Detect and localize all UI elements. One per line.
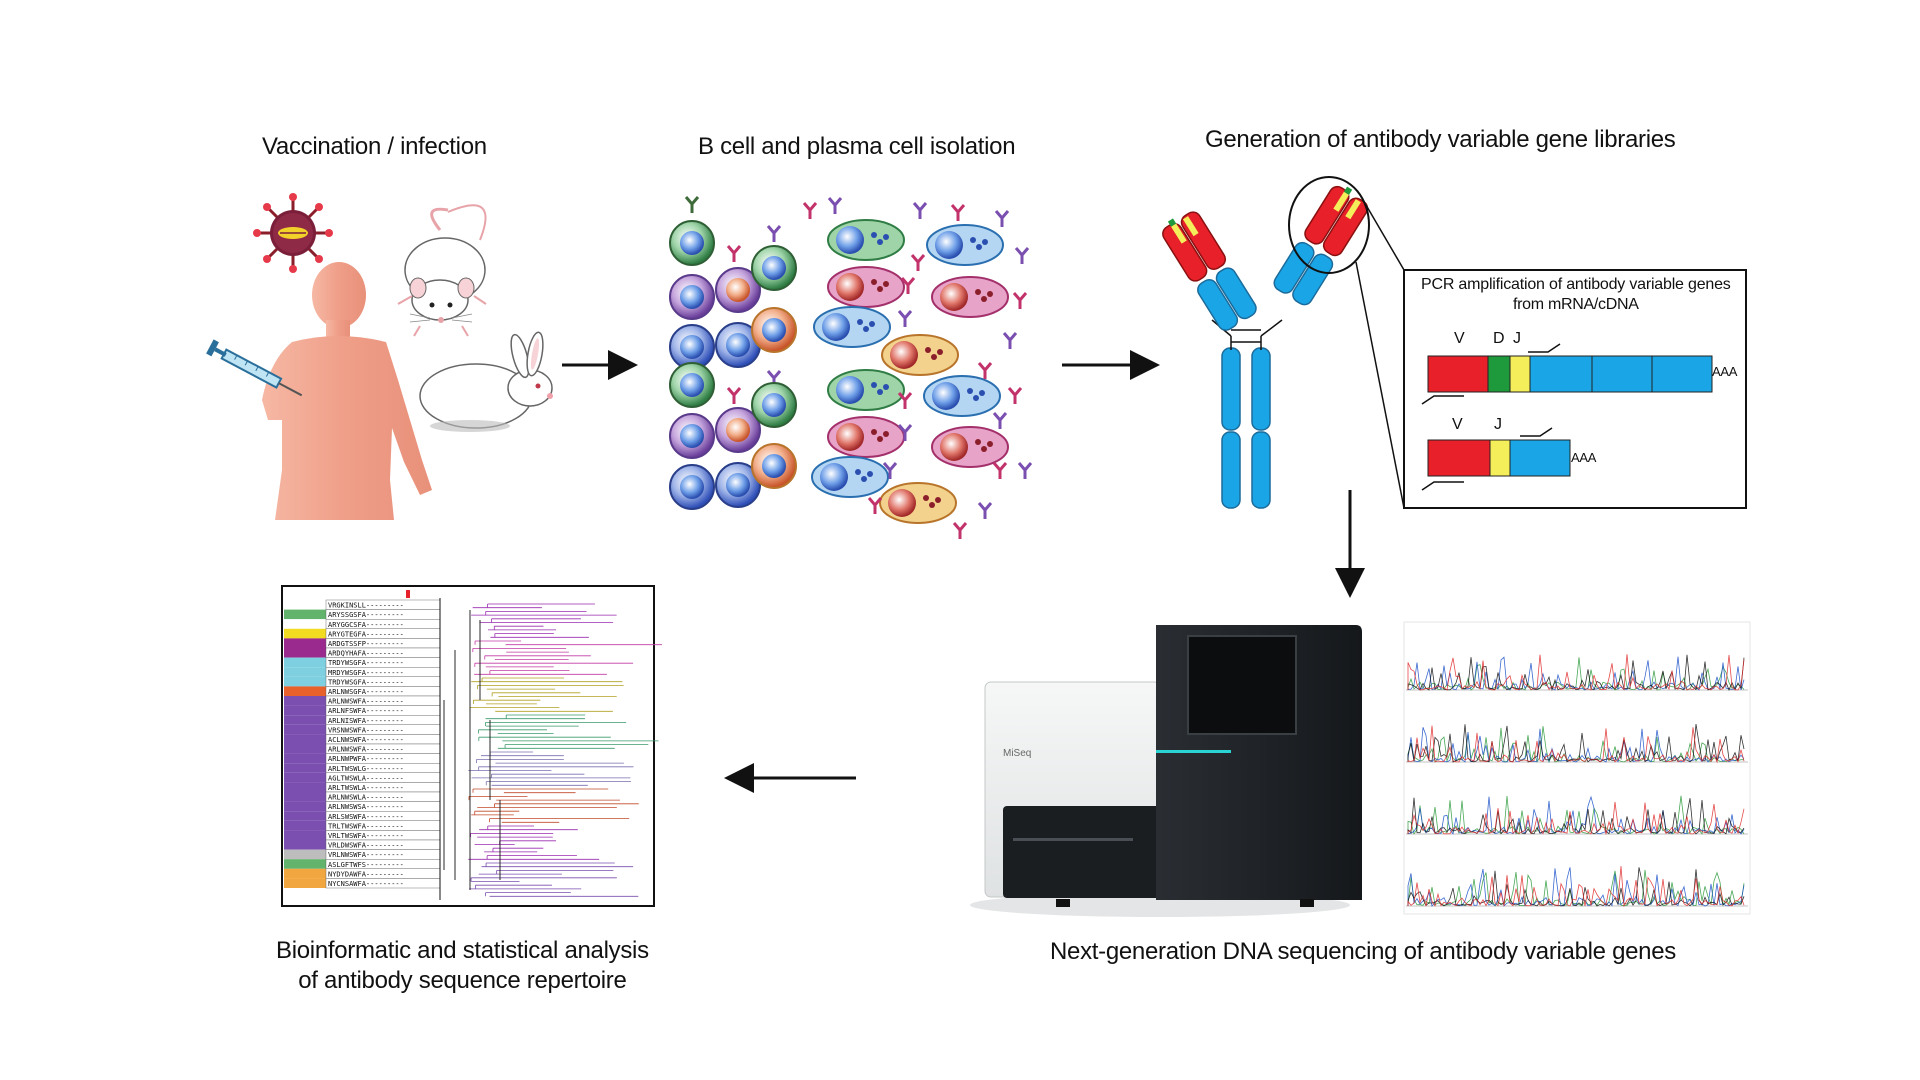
alignment-row-sequence: VRSNWSWFA--------- xyxy=(328,726,404,734)
sequencer-machine xyxy=(970,625,1362,917)
light-tail-label: AAA xyxy=(1571,450,1597,465)
alignment-row-swatch xyxy=(284,724,326,735)
alignment-row-swatch xyxy=(284,609,326,620)
human-figure xyxy=(262,262,432,520)
alignment-row-swatch xyxy=(284,840,326,850)
alignment-row-swatch xyxy=(284,734,326,744)
alignment-row-swatch xyxy=(284,849,326,860)
b-cell-group xyxy=(669,195,797,510)
alignment-row-swatch xyxy=(284,648,326,658)
alignment-row-swatch xyxy=(284,696,326,706)
alignment-row-sequence: ARLTWSWLA--------- xyxy=(328,784,404,792)
alignment-row-sequence: ARYGGCSFA--------- xyxy=(328,621,404,629)
heavy-tail-label: AAA xyxy=(1712,364,1738,379)
alignment-row-swatch xyxy=(284,705,326,716)
cell-isolation-illustration xyxy=(669,195,1033,541)
heavy-v-label: V xyxy=(1454,330,1465,347)
pcr-box xyxy=(1403,269,1747,509)
alignment-row-sequence: ARLNFSWFA--------- xyxy=(328,707,404,715)
alignment-row-sequence: AGLTWSWLA--------- xyxy=(328,774,404,782)
alignment-row-swatch xyxy=(284,830,326,840)
alignment-row-sequence: ARDGTSSFP--------- xyxy=(328,640,404,648)
alignment-row-swatch xyxy=(284,676,326,687)
alignment-row-swatch xyxy=(284,744,326,754)
step-isolation-label: B cell and plasma cell isolation xyxy=(698,133,1016,160)
alignment-row-swatch xyxy=(284,820,326,831)
light-v-label: V xyxy=(1452,416,1463,433)
heavy-j-label: J xyxy=(1513,330,1521,347)
pcr-title-line1: PCR amplification of antibody variable g… xyxy=(1421,276,1731,293)
step-analysis-line2: of antibody sequence repertoire xyxy=(298,967,627,994)
alignment-row-sequence: TRDYWSGFA--------- xyxy=(328,659,404,667)
alignment-row-swatch xyxy=(284,763,326,773)
alignment-row-sequence: TRLTWSWFA--------- xyxy=(328,822,404,830)
step-vaccination-label: Vaccination / infection xyxy=(262,133,487,160)
alignment-row-sequence: NYCNSAWFA--------- xyxy=(328,880,404,888)
alignment-row-sequence: ARYGTEGFA--------- xyxy=(328,630,404,638)
alignment-row-swatch xyxy=(284,619,326,629)
heavy-d-label: D xyxy=(1493,330,1505,347)
alignment-row-swatch xyxy=(284,868,326,879)
zoom-circle xyxy=(1288,176,1370,274)
step-sequencing-label: Next-generation DNA sequencing of antibo… xyxy=(1050,938,1676,965)
alignment-row-sequence: ARLSWSWFA--------- xyxy=(328,813,404,821)
alignment-row-sequence: ARLNISWFA--------- xyxy=(328,717,404,725)
pcr-title-line2: from mRNA/cDNA xyxy=(1513,296,1639,313)
alignment-row-sequence: ARDQYHAFA--------- xyxy=(328,650,404,658)
syringe-icon xyxy=(206,339,303,397)
alignment-row-sequence: ACLNWSWFA--------- xyxy=(328,736,404,744)
alignment-row-sequence: TRDYWSGFA--------- xyxy=(328,678,404,686)
rabbit-icon xyxy=(419,331,553,432)
virus-icon xyxy=(253,193,333,273)
light-j-label: J xyxy=(1494,416,1502,433)
step-libraries-label: Generation of antibody variable gene lib… xyxy=(1205,126,1676,153)
chromatogram-panel xyxy=(1403,621,1751,915)
alignment-row-swatch xyxy=(284,801,326,812)
alignment-row-sequence: VRGKINSLL--------- xyxy=(328,602,404,610)
alignment-row-sequence: VRLDWSWFA--------- xyxy=(328,842,404,850)
alignment-row-swatch xyxy=(284,715,326,725)
alignment-row-sequence: ARLNWPWFA--------- xyxy=(328,755,404,763)
alignment-row-sequence: ARLNWSWSA--------- xyxy=(328,803,404,811)
alignment-row-sequence: ARLNWSWLA--------- xyxy=(328,794,404,802)
alignment-row-sequence: ASLGFTWFS--------- xyxy=(328,861,404,869)
alignment-row-swatch xyxy=(284,811,326,821)
mouse-icon xyxy=(397,204,487,337)
alignment-row-sequence: ARLTWSWLG--------- xyxy=(328,765,404,773)
alignment-row-sequence: VRLNWSWFA--------- xyxy=(328,851,404,859)
alignment-row-sequence: MRDYWSGFA--------- xyxy=(328,669,404,677)
alignment-row-swatch xyxy=(284,859,326,869)
alignment-row-swatch xyxy=(284,628,326,639)
alignment-row-swatch xyxy=(284,657,326,668)
alignment-row-sequence: NYDYDAWFA--------- xyxy=(328,870,404,878)
sequencer-brand-text: MiSeq xyxy=(1003,748,1031,759)
alignment-row-swatch xyxy=(284,753,326,764)
antibody-illustration xyxy=(1162,176,1405,509)
alignment-row-sequence: ARLNWSWFA--------- xyxy=(328,746,404,754)
alignment-row-swatch xyxy=(284,686,326,696)
alignment-row-sequence: ARLNWSWFA--------- xyxy=(328,698,404,706)
alignment-row-swatch xyxy=(284,600,326,610)
alignment-row-sequence: ARYSSGSFA--------- xyxy=(328,611,404,619)
flow-arrows xyxy=(562,350,1365,793)
alignment-row-sequence: ARLNWSGFA--------- xyxy=(328,688,404,696)
plasma-cell-group xyxy=(811,219,1009,524)
alignment-figure: VRGKINSLL---------ARYSSGSFA--------- ARYG… xyxy=(281,585,662,907)
alignment-row-sequence: VRLTWSWFA--------- xyxy=(328,832,404,840)
alignment-row-swatch xyxy=(284,792,326,802)
step-analysis-line1: Bioinformatic and statistical analysis xyxy=(276,937,649,964)
alignment-row-swatch xyxy=(284,772,326,783)
alignment-row-swatch xyxy=(284,878,326,888)
vaccination-illustration xyxy=(206,193,553,520)
alignment-row-swatch xyxy=(284,638,326,648)
step-analysis-label: Bioinformatic and statistical analysis o… xyxy=(276,936,649,996)
alignment-row-swatch xyxy=(284,667,326,677)
alignment-row-swatch xyxy=(284,782,326,792)
